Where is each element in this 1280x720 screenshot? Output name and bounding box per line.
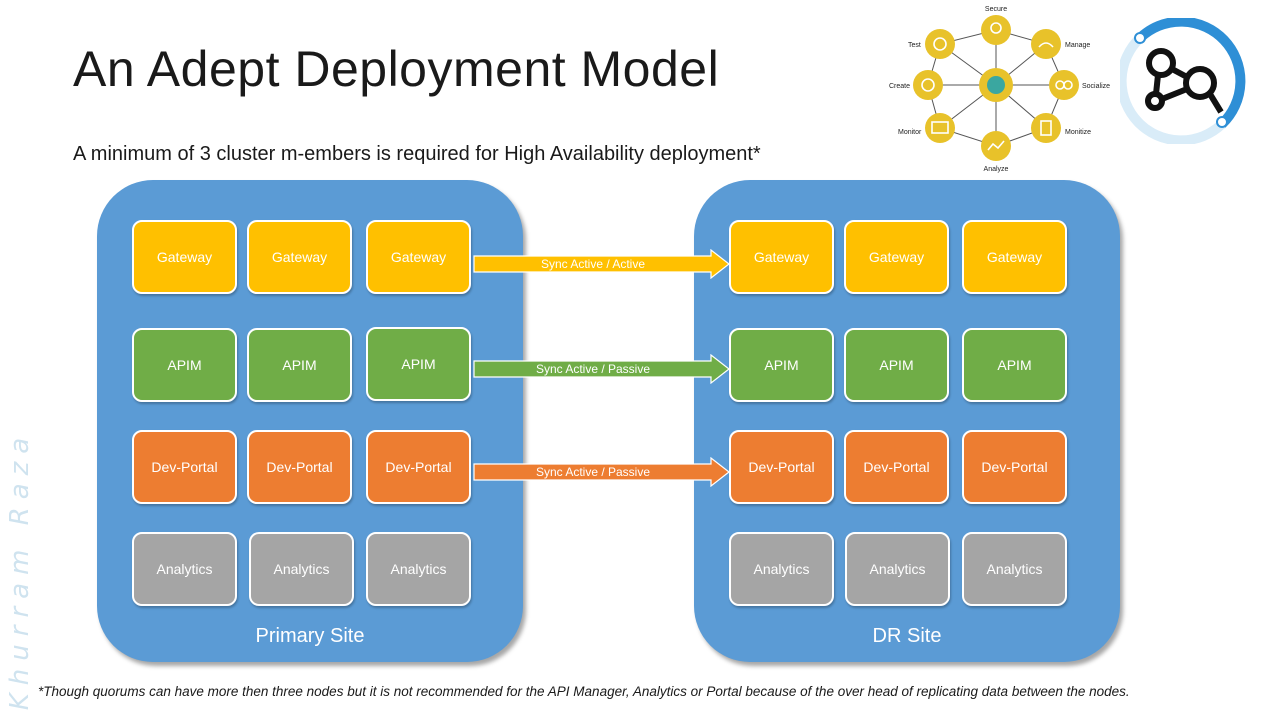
primary-site-label: Primary Site: [255, 625, 365, 647]
primary-gateway-1: Gateway: [132, 220, 237, 294]
test-node: [925, 29, 955, 59]
label-manage: Manage: [1065, 42, 1090, 49]
primary-gateway-3: Gateway: [366, 220, 471, 294]
dr-analytics-3: Analytics: [962, 532, 1067, 606]
primary-dev-portal-2: Dev-Portal: [247, 430, 352, 504]
create-node: [913, 70, 943, 100]
label-monitize: Monitize: [1065, 129, 1091, 136]
author-watermark: Khurram Raza: [5, 429, 35, 711]
primary-site: Gateway Gateway Gateway APIM APIM APIM D…: [97, 180, 523, 662]
label-analyze: Analyze: [984, 166, 1009, 173]
label-monitor: Monitor: [898, 129, 922, 136]
dr-analytics-2: Analytics: [845, 532, 950, 606]
manage-node: [1031, 29, 1061, 59]
gear-icon: [921, 78, 935, 92]
dr-dev-portal-1: Dev-Portal: [729, 430, 834, 504]
dev-portal-sync-arrow: Sync Active / Passive: [473, 457, 731, 487]
dr-apim-2: APIM: [844, 328, 949, 402]
label-test: Test: [908, 42, 921, 49]
apim-sync-label: Sync Active / Passive: [535, 362, 651, 376]
primary-apim-2: APIM: [247, 328, 352, 402]
graph-logo-icon: [1120, 18, 1246, 144]
monitor-node: [925, 113, 955, 143]
footnote: *Though quorums can have more then three…: [38, 684, 1130, 699]
page-title: An Adept Deployment Model: [73, 41, 720, 97]
label-create: Create: [889, 83, 910, 90]
primary-dev-portal-1: Dev-Portal: [132, 430, 237, 504]
primary-analytics-1: Analytics: [132, 532, 237, 606]
dr-apim-3: APIM: [962, 328, 1067, 402]
lock-icon: [990, 22, 1002, 34]
hand-icon: [1038, 42, 1054, 48]
gateway-sync-arrow: Sync Active / Active: [473, 249, 731, 279]
monitize-node: [1031, 113, 1061, 143]
primary-apim-3: APIM: [366, 327, 471, 401]
cloud-icon: [987, 76, 1005, 94]
test-gear-icon: [933, 37, 947, 51]
primary-apim-1: APIM: [132, 328, 237, 402]
secure-node: [981, 15, 1011, 45]
monitor-icon: [931, 121, 949, 134]
label-socialize: Socialize: [1082, 83, 1110, 90]
label-secure: Secure: [985, 6, 1007, 13]
primary-dev-portal-3: Dev-Portal: [366, 430, 471, 504]
dr-dev-portal-2: Dev-Portal: [844, 430, 949, 504]
dr-analytics-1: Analytics: [729, 532, 834, 606]
primary-gateway-2: Gateway: [247, 220, 352, 294]
apim-sync-arrow: Sync Active / Passive: [473, 354, 731, 384]
dr-apim-1: APIM: [729, 328, 834, 402]
gateway-sync-label: Sync Active / Active: [540, 257, 646, 271]
dr-dev-portal-3: Dev-Portal: [962, 430, 1067, 504]
server-icon: [1040, 120, 1052, 136]
dr-gateway-2: Gateway: [844, 220, 949, 294]
dr-gateway-1: Gateway: [729, 220, 834, 294]
primary-analytics-3: Analytics: [366, 532, 471, 606]
dr-gateway-3: Gateway: [962, 220, 1067, 294]
dr-site: Gateway Gateway Gateway APIM APIM APIM D…: [694, 180, 1120, 662]
page-subtitle: A minimum of 3 cluster m-embers is requi…: [73, 143, 761, 165]
primary-analytics-2: Analytics: [249, 532, 354, 606]
dr-site-label: DR Site: [872, 625, 942, 647]
chart-icon: [987, 140, 1005, 151]
dev-portal-sync-label: Sync Active / Passive: [535, 465, 651, 479]
api-lifecycle-diagram: Secure Manage Socialize Monitize Analyze…: [889, 6, 1110, 173]
